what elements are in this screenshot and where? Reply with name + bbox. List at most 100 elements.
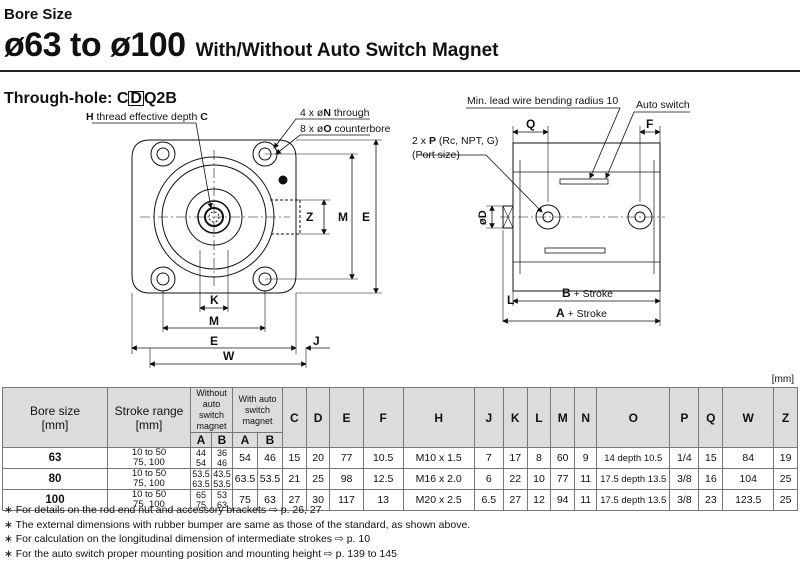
header-z: Z <box>773 387 798 448</box>
label-o-prefix: 8 x ø <box>300 123 324 135</box>
bore-cell: 63 <box>2 447 108 469</box>
label-port-size: (Port size) <box>412 149 460 161</box>
note-item: ∗ For calculation on the longitudinal di… <box>4 533 371 545</box>
label-k: K <box>210 293 219 307</box>
cell: 14 depth 10.5 <box>596 447 671 469</box>
cell: 21 <box>282 468 307 490</box>
label-auto-switch: Auto switch <box>636 99 690 111</box>
side-view <box>418 107 690 326</box>
header-q: Q <box>698 387 724 448</box>
port-plug <box>278 175 288 185</box>
cell: 11 <box>574 468 598 490</box>
cell: 104 <box>722 468 775 490</box>
leader-o-counterbore <box>275 134 370 155</box>
label-n-prefix: 4 x ø <box>300 107 324 119</box>
section-boxed-letter: D <box>128 90 144 107</box>
auto-switch-bottom <box>544 247 606 254</box>
cell: 3/8 <box>669 468 700 490</box>
cell: 117 <box>329 489 364 511</box>
front-view-labels: H thread effective depth C 4 x øN throug… <box>86 107 391 363</box>
label-b: B <box>562 286 571 300</box>
header-h: H <box>402 387 475 448</box>
label-h-c: C <box>200 111 208 123</box>
header-bore-size: Bore size[mm] <box>2 387 108 448</box>
label-n: N <box>323 107 331 119</box>
cell: 23 <box>698 489 724 511</box>
cell: 20 <box>305 447 331 469</box>
leader-auto-switch <box>605 111 690 179</box>
cell: 15 <box>282 447 307 469</box>
header-b-without: B <box>211 432 233 448</box>
leader-h-thread <box>92 122 213 209</box>
header-without-auto: Without auto switch magnet <box>190 387 233 433</box>
cell: 22 <box>502 468 528 490</box>
label-z: Z <box>306 210 313 224</box>
bore-cell: 100 <box>2 489 108 511</box>
cell: M20 x 2.5 <box>402 489 475 511</box>
svg-text:A + Stroke: A + Stroke <box>556 306 607 320</box>
label-b-suffix: + Stroke <box>571 288 613 300</box>
label-o-suffix: counterbore <box>332 123 391 135</box>
header-a-without: A <box>190 432 212 448</box>
title-sub: With/Without Auto Switch Magnet <box>195 40 499 61</box>
with-b-cell: 53.5 <box>257 468 283 490</box>
cell: 17.5 depth 13.5 <box>596 468 671 490</box>
note-item: ∗ For the auto switch proper mounting po… <box>4 547 397 560</box>
header-n: N <box>574 387 598 448</box>
svg-text:2 x P (Rc, NPT, G): 2 x P (Rc, NPT, G) <box>412 135 498 147</box>
label-m-h: M <box>209 314 219 328</box>
label-l: L <box>507 293 514 307</box>
label-a-suffix: + Stroke <box>565 308 607 320</box>
technical-drawing: H thread effective depth C 4 x øN throug… <box>86 95 690 368</box>
auto-switch-top <box>559 178 609 185</box>
label-min-lead: Min. lead wire bending radius 10 <box>467 95 618 107</box>
cell: 98 <box>329 468 364 490</box>
front-view <box>92 118 382 368</box>
with-b-cell: 46 <box>257 447 283 469</box>
cell: 3/8 <box>669 489 700 511</box>
cell: 17 <box>502 447 528 469</box>
label-f: F <box>646 117 653 131</box>
cell: 10.5 <box>362 447 404 469</box>
cell: 13 <box>362 489 404 511</box>
leader-port <box>418 154 543 213</box>
cell: M10 x 1.5 <box>402 447 475 469</box>
header-m: M <box>550 387 576 448</box>
header-stroke-range: Stroke range[mm] <box>107 387 191 448</box>
with-b-cell: 63 <box>257 489 283 511</box>
svg-text:8 x øO counterbore: 8 x øO counterbore <box>300 123 391 135</box>
cell: 25 <box>773 489 798 511</box>
cell: 19 <box>773 447 798 469</box>
svg-text:B + Stroke: B + Stroke <box>562 286 613 300</box>
cylinder-body-outline <box>131 139 297 294</box>
cell: 16 <box>698 468 724 490</box>
dimension-table: Bore size[mm] Stroke range[mm] Without a… <box>2 387 798 511</box>
header-o: O <box>596 387 671 448</box>
cell: 8 <box>526 447 552 469</box>
bore-cell: 80 <box>2 468 108 490</box>
header-l: L <box>526 387 552 448</box>
cell: 6.5 <box>473 489 504 511</box>
cell: 84 <box>722 447 775 469</box>
label-p: P <box>429 135 436 147</box>
cell: 15 <box>698 447 724 469</box>
cell: 7 <box>473 447 504 469</box>
cell: 10 <box>526 468 552 490</box>
section-suffix: Q2B <box>143 90 177 107</box>
cell: 94 <box>550 489 576 511</box>
unit-label: [mm] <box>771 374 794 385</box>
header-c: C <box>282 387 307 448</box>
header-j: J <box>473 387 504 448</box>
